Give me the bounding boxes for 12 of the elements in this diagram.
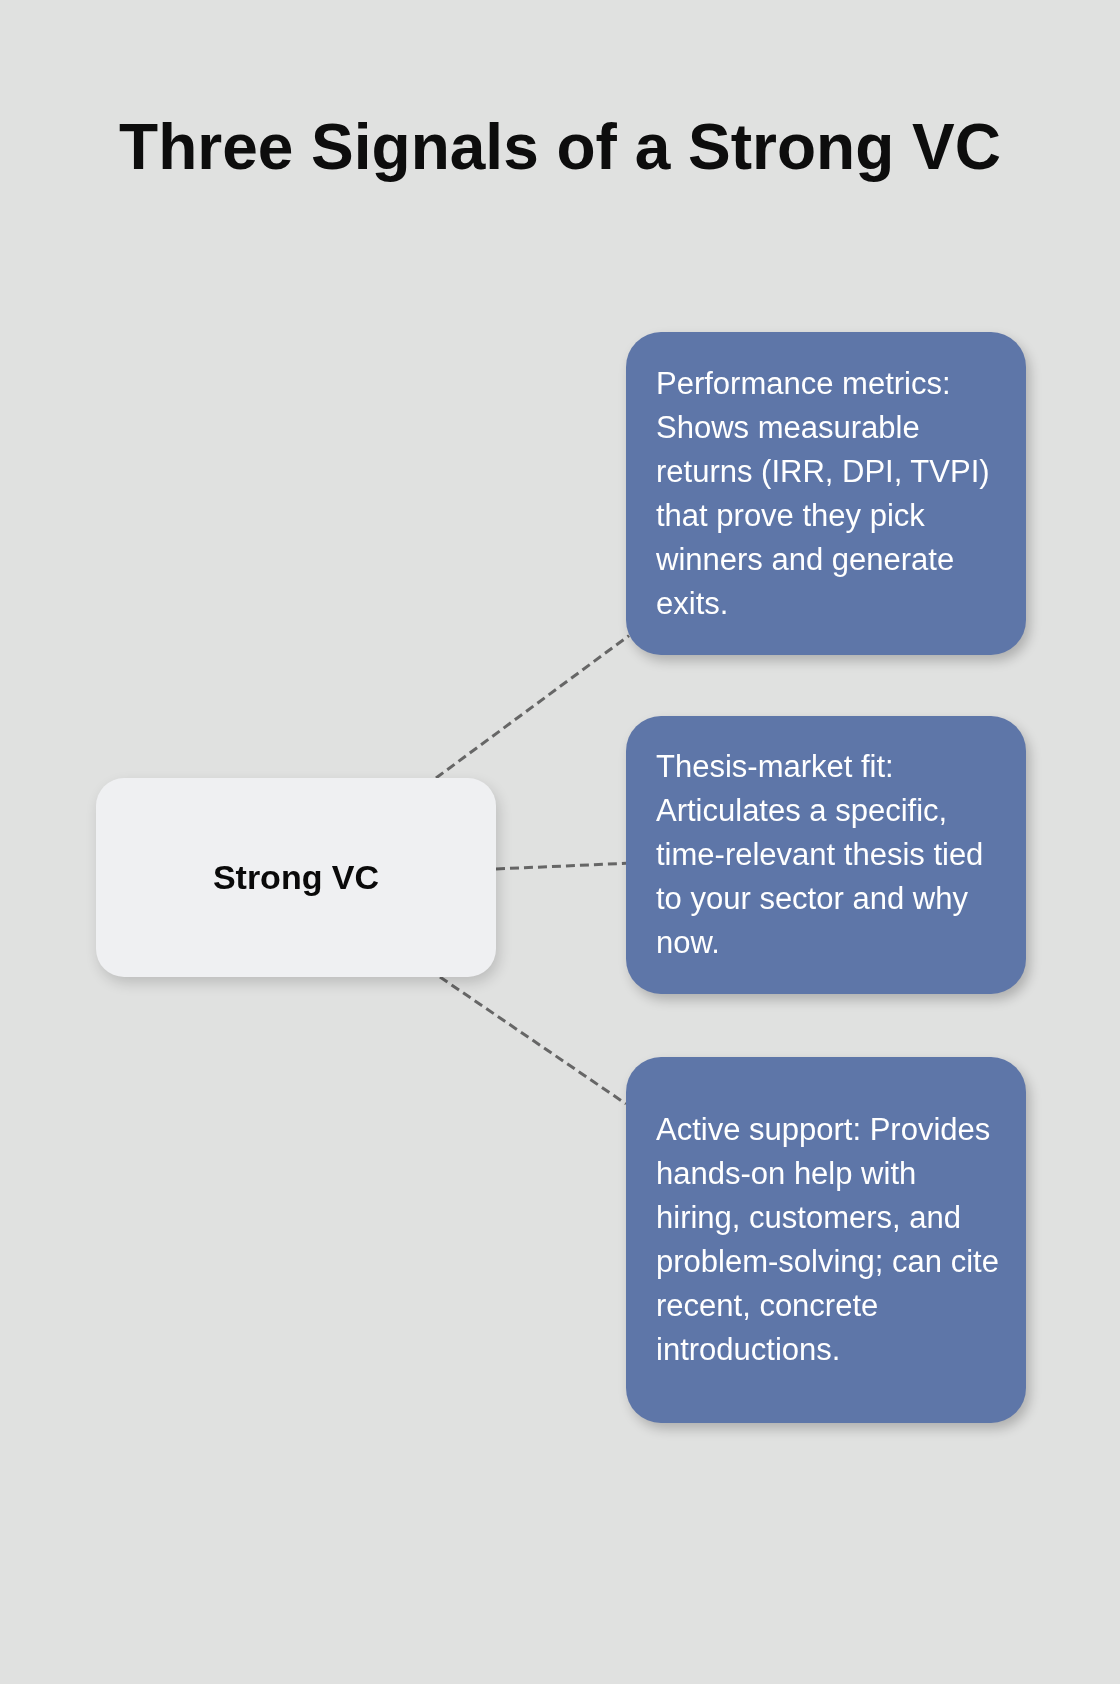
node-text: Performance metrics: Shows measurable returns (IRR, DPI, TVPI) that prove they pick winners and generate exits. <box>656 364 991 623</box>
node-text: Strong VC <box>212 857 380 899</box>
dashed-connector <box>495 861 627 871</box>
dashed-connector <box>439 975 627 1106</box>
node-text: Active support: Provides hands-on help with hiring, customers, and problem-solving; can cite recent, concrete introductions. <box>656 1111 1000 1369</box>
dashed-connector <box>435 634 630 780</box>
central-box <box>96 778 496 977</box>
signal-card <box>626 1057 1026 1423</box>
signal-card <box>626 332 1026 655</box>
signal-card <box>626 716 1026 994</box>
node-text: Thesis-market fit: Articulates a specific, time-relevant thesis tied to your sector and why now. <box>656 748 985 962</box>
title: Three Signals of a Strong VC <box>118 110 1002 185</box>
